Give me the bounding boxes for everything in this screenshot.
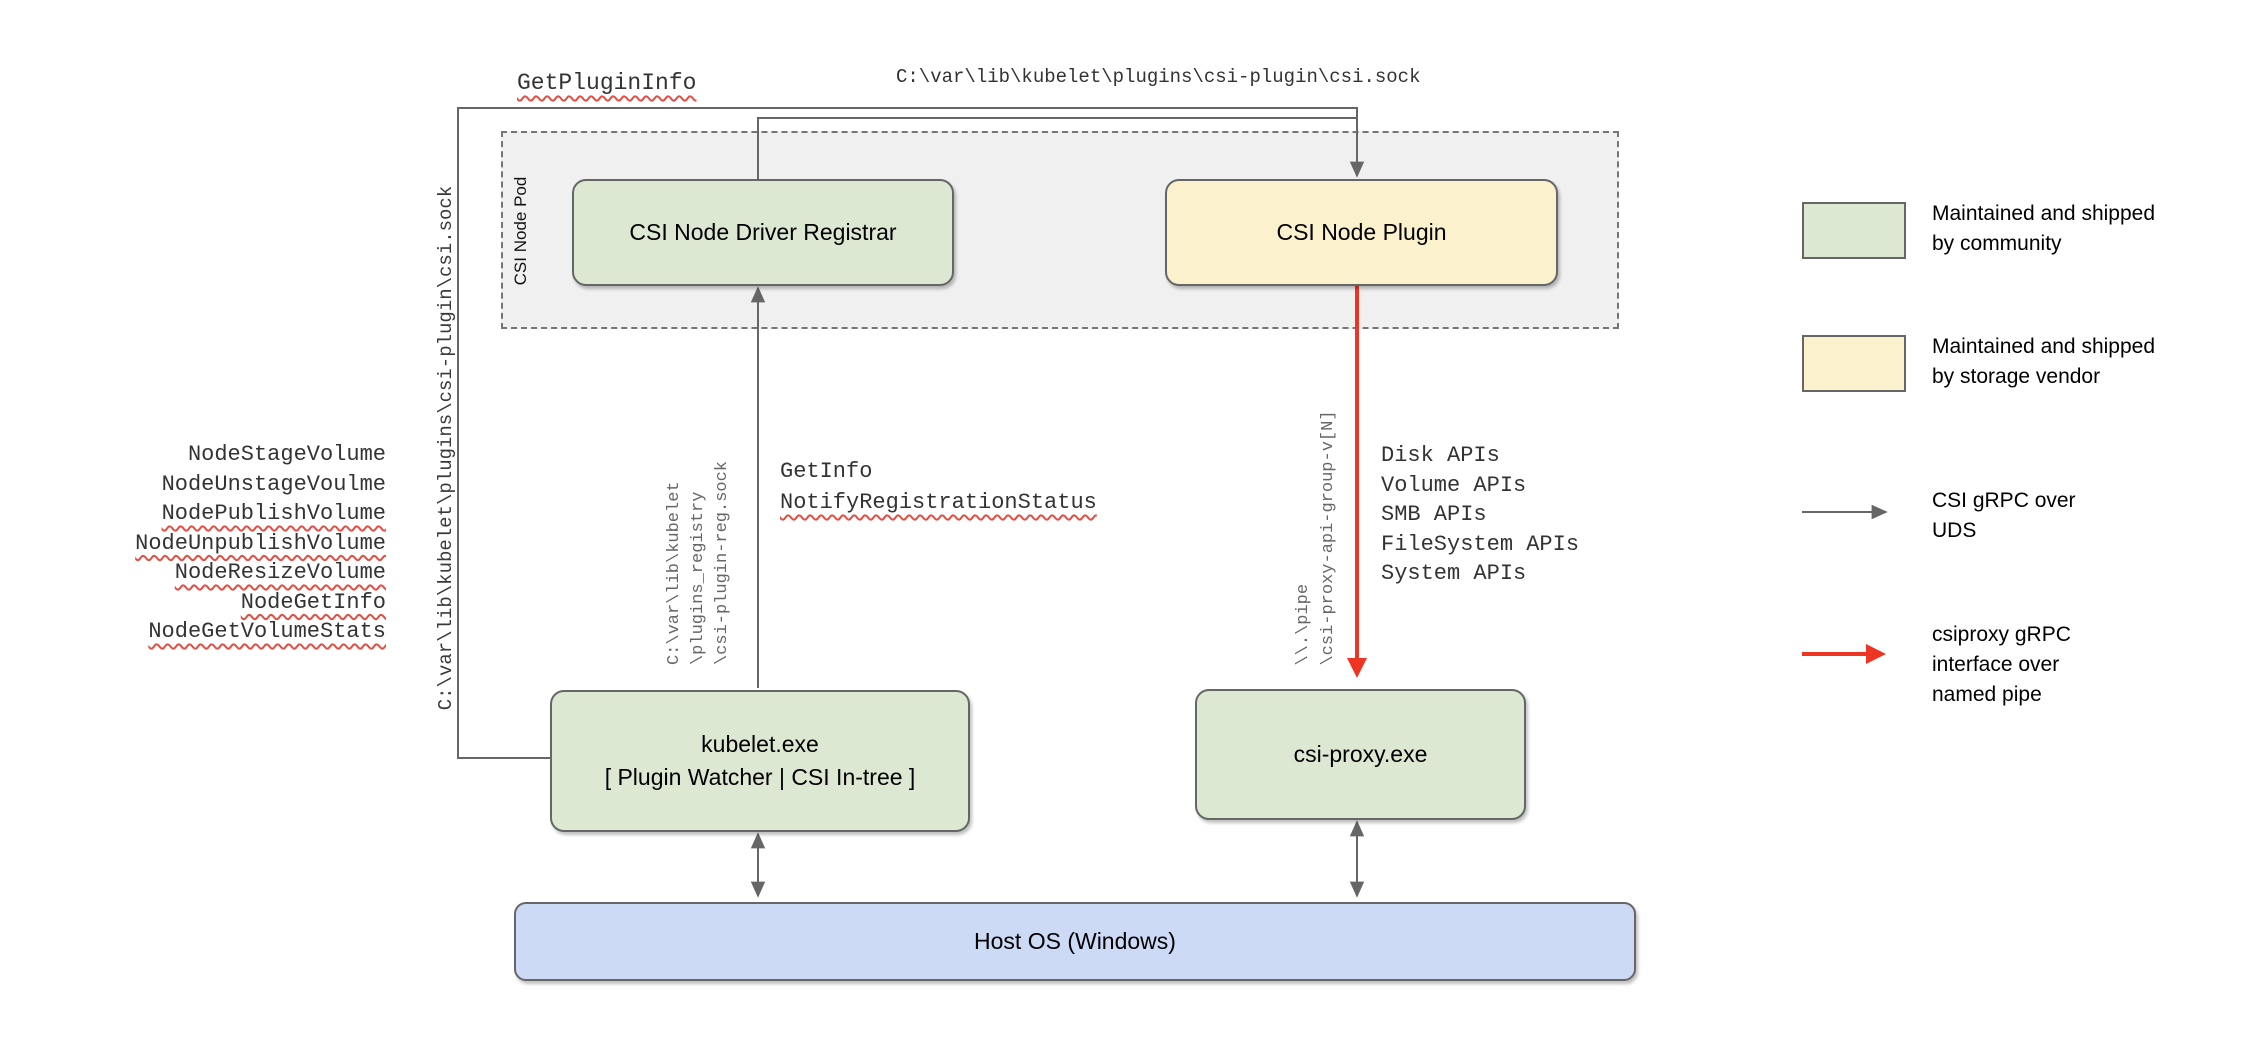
csi-sock-path-label-left: C:\var\lib\kubelet\plugins\csi-plugin\cs…: [435, 185, 457, 711]
api-group: System APIs: [1381, 561, 1527, 586]
node-method: NodeUnstageVoulme: [161, 471, 386, 497]
registration-socket-line: C:\var\lib\kubelet: [665, 481, 684, 666]
node-methods-list: NodeStageVolume NodeUnstageVoulme NodePu…: [86, 440, 386, 647]
legend-vendor-swatch: [1802, 335, 1906, 392]
host-os-box: Host OS (Windows): [514, 902, 1636, 981]
csi-node-driver-registrar-label: CSI Node Driver Registrar: [629, 219, 897, 245]
csi-node-driver-registrar-box: CSI Node Driver Registrar: [572, 179, 954, 286]
kubelet-label: kubelet.exe [ Plugin Watcher | CSI In-tr…: [604, 731, 916, 790]
legend-uds-label: CSI gRPC over UDS: [1932, 489, 2076, 542]
named-pipe-label: \\.\pipe \csi-proxy-api-group-v[N]: [1291, 410, 1341, 665]
node-method: NodeUnpublishVolume: [135, 530, 386, 556]
registration-socket-label: C:\var\lib\kubelet \plugins_registry \cs…: [663, 461, 735, 665]
legend-pipe-label: csiproxy gRPC interface over named pipe: [1932, 623, 2071, 706]
csi-node-plugin-label: CSI Node Plugin: [1276, 219, 1447, 245]
get-plugin-info-label: GetPluginInfo: [517, 70, 697, 96]
get-info-label: GetInfo: [780, 459, 873, 484]
kubelet-box: kubelet.exe [ Plugin Watcher | CSI In-tr…: [550, 690, 970, 832]
csi-node-pod-label: CSI Node Pod: [511, 176, 530, 286]
named-pipe-line: \csi-proxy-api-group-v[N]: [1319, 410, 1338, 666]
registration-socket-line: \csi-plugin-reg.sock: [713, 460, 732, 666]
node-method: NodeGetInfo: [240, 589, 386, 615]
api-group: Disk APIs: [1381, 443, 1500, 468]
notify-registration-status-label: NotifyRegistrationStatus: [780, 490, 1097, 515]
node-method: NodePublishVolume: [161, 501, 386, 526]
api-group: Volume APIs: [1381, 472, 1527, 498]
named-pipe-line: \\.\pipe: [1294, 583, 1313, 666]
csi-sock-path-label-top: C:\var\lib\kubelet\plugins\csi-plugin\cs…: [896, 66, 1421, 88]
csi-node-plugin-box: CSI Node Plugin: [1165, 179, 1558, 286]
node-method: NodeStageVolume: [187, 442, 386, 467]
api-group: FileSystem APIs: [1381, 531, 1580, 557]
api-group: SMB APIs: [1381, 502, 1487, 527]
registration-socket-line: \plugins_registry: [689, 491, 708, 666]
legend-community-swatch: [1802, 202, 1906, 259]
node-method: NodeResizeVolume: [174, 560, 386, 585]
host-os-label: Host OS (Windows): [974, 928, 1176, 954]
legend-community-label: Maintained and shipped by community: [1932, 202, 2156, 255]
legend-vendor-label: Maintained and shipped by storage vendor: [1932, 335, 2156, 388]
csi-proxy-box: csi-proxy.exe: [1195, 689, 1526, 820]
api-groups-list: Disk APIs Volume APIs SMB APIs FileSyste…: [1381, 441, 1579, 589]
csi-proxy-label: csi-proxy.exe: [1293, 741, 1428, 767]
registration-calls: GetInfo NotifyRegistrationStatus: [780, 456, 1097, 518]
node-method: NodeGetVolumeStats: [148, 619, 386, 644]
